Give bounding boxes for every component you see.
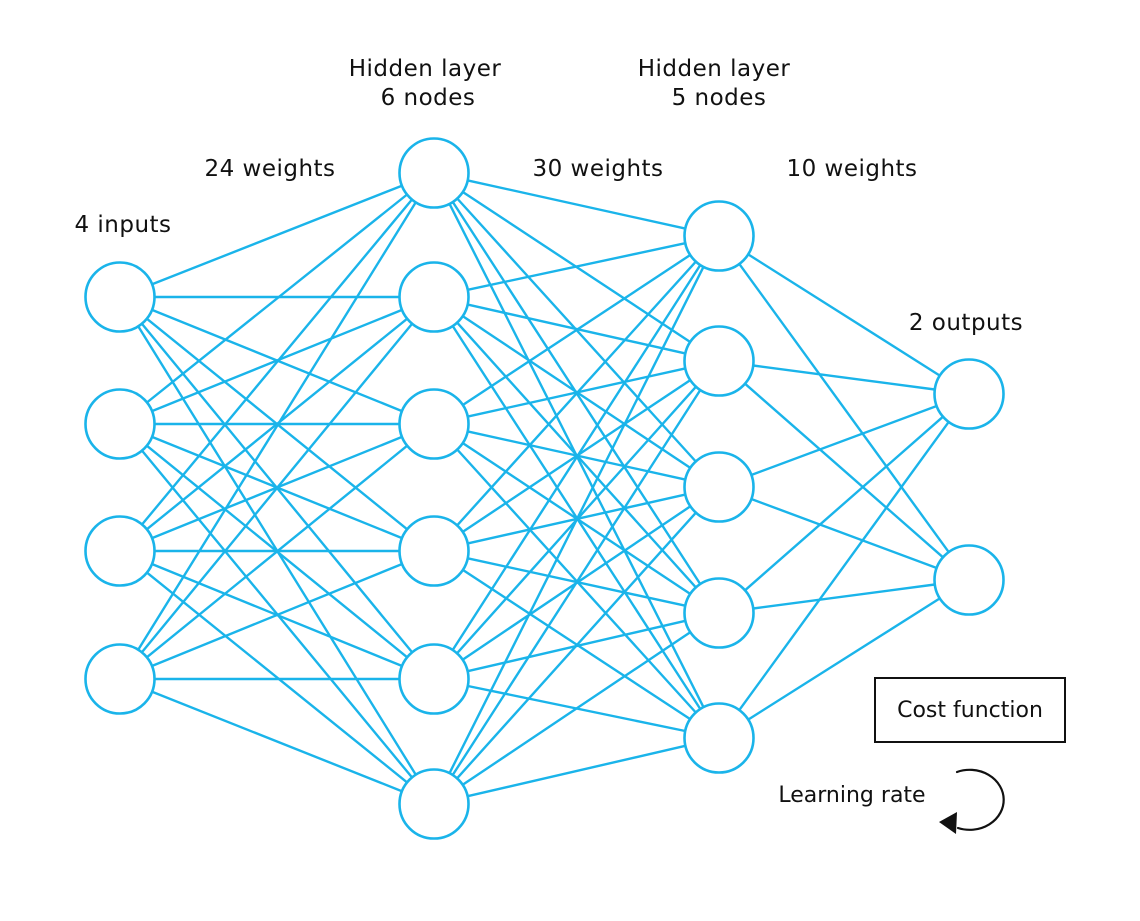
weights-label-hidden1-hidden2: 30 weights [532,156,663,182]
edge-hidden2-3-to-output-0 [743,415,945,592]
edge-hidden1-5-to-hidden2-4 [466,744,687,798]
weights-label-hidden2-output: 10 weights [786,156,917,182]
cost-function-box [874,677,1066,743]
edge-hidden2-1-to-output-1 [743,382,945,559]
input-node-1 [84,261,156,333]
edge-input-1-to-hidden1-0 [145,193,409,404]
edge-hidden1-1-to-hidden2-0 [466,241,687,291]
edge-hidden2-0-to-output-1 [738,262,950,554]
edge-input-3-to-hidden1-2 [145,444,409,659]
edge-hidden1-2-to-hidden2-0 [461,253,692,407]
edge-hidden1-5-to-hidden2-1 [451,388,702,777]
edge-hidden1-5-to-hidden2-0 [448,265,705,775]
output-node-1 [933,358,1005,430]
input-node-3 [84,515,156,587]
edge-hidden2-1-to-output-0 [752,364,936,391]
hidden1-node-2 [398,261,470,333]
edge-hidden2-2-to-output-0 [750,404,938,477]
hidden1-node-3 [398,388,470,460]
edge-input-3-to-hidden1-5 [150,690,404,793]
edge-hidden1-5-to-hidden2-2 [455,511,698,780]
hidden2-node-5 [683,702,755,774]
hidden2-node-3 [683,451,755,523]
cost-function-label: Cost function [897,698,1043,723]
edge-hidden1-4-to-hidden2-0 [451,263,702,652]
hidden1-node-5 [398,643,470,715]
hidden-layer-1-node-count: 6 nodes [381,85,476,111]
weights-label-input-hidden1: 24 weights [204,156,335,182]
edge-input-2-to-hidden1-5 [145,571,409,784]
edge-hidden1-5-to-hidden2-3 [461,631,692,786]
output-layer-label: 2 outputs [909,310,1023,336]
hidden1-node-4 [398,515,470,587]
edge-hidden1-3-to-hidden2-0 [455,260,698,527]
edge-hidden1-0-to-hidden2-0 [466,179,687,230]
input-node-2 [84,388,156,460]
hidden2-node-4 [683,577,755,649]
output-node-2 [933,544,1005,616]
learning-rate-label: Learning rate [778,783,925,808]
edge-input-0-to-hidden1-0 [150,184,404,286]
nodes [84,137,1005,840]
circular-arrow-icon [939,768,1005,834]
hidden1-node-1 [398,137,470,209]
input-node-4 [84,643,156,715]
edge-hidden2-2-to-output-1 [750,497,938,570]
hidden2-node-1 [683,200,755,272]
hidden2-node-2 [683,325,755,397]
edge-input-3-to-hidden1-3 [150,562,404,668]
edge-input-2-to-hidden1-0 [140,198,414,526]
hidden-layer-2-node-count: 5 nodes [672,85,767,111]
hidden-layer-1-title: Hidden layer [349,56,502,82]
edge-hidden2-0-to-output-0 [747,253,941,377]
edge-hidden2-3-to-output-1 [752,583,936,610]
hidden-layer-2-title: Hidden layer [638,56,791,82]
edge-input-3-to-hidden1-0 [136,201,417,651]
edge-hidden2-4-to-output-0 [738,420,950,712]
hidden1-node-6 [398,768,470,840]
edge-hidden2-4-to-output-1 [747,597,941,721]
input-layer-label: 4 inputs [74,212,171,238]
edge-input-3-to-hidden1-1 [140,322,414,654]
connections [136,179,950,798]
